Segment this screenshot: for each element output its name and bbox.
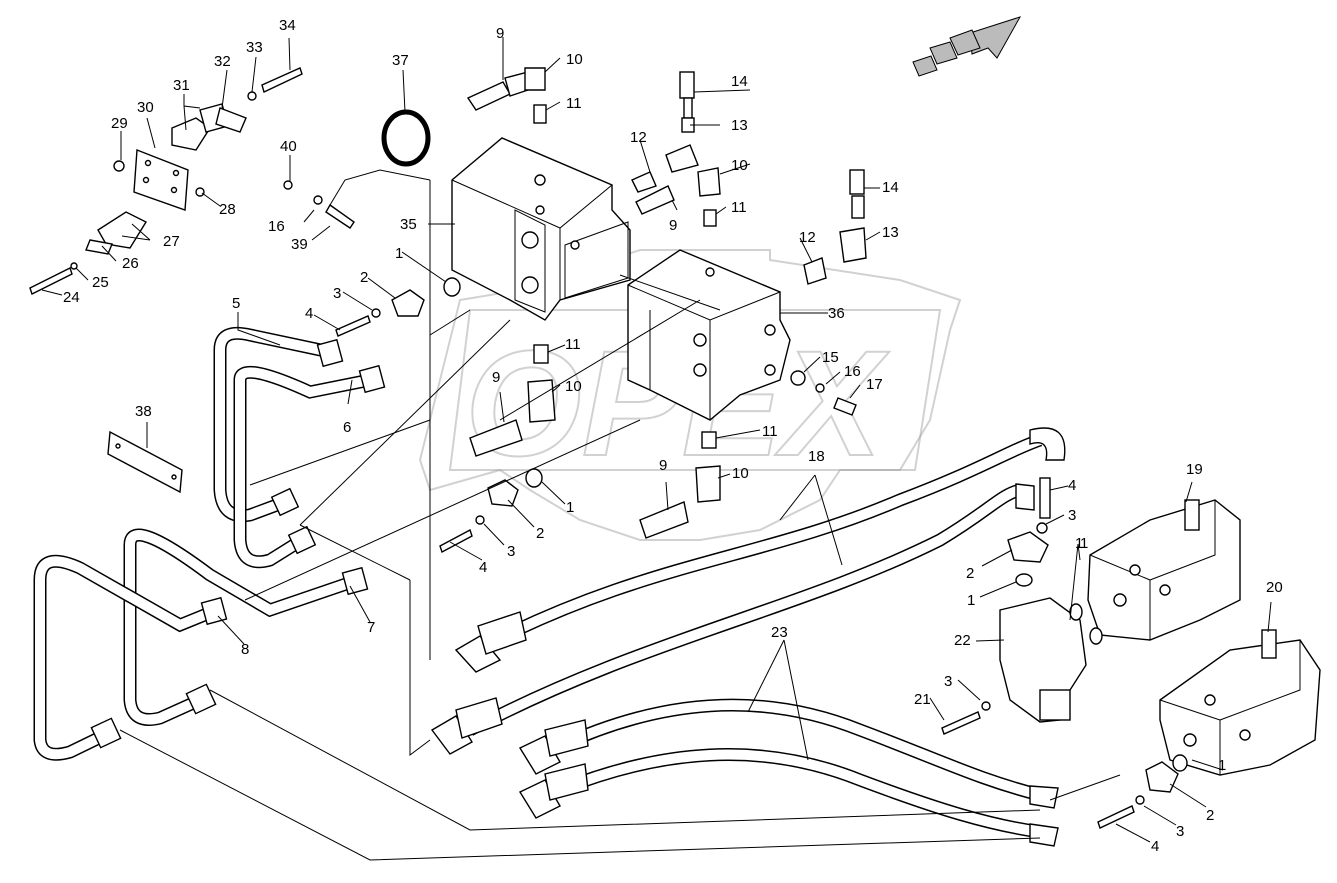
callout-4: 4 xyxy=(305,305,313,322)
callout-4: 4 xyxy=(479,559,487,576)
callout-10: 10 xyxy=(566,51,583,68)
callout-10: 10 xyxy=(731,157,748,174)
callout-1: 1 xyxy=(566,499,574,516)
callout-17: 17 xyxy=(866,376,883,393)
callout-24: 24 xyxy=(63,289,80,306)
callout-40: 40 xyxy=(280,138,297,155)
callout-15: 15 xyxy=(822,349,839,366)
callout-3: 3 xyxy=(944,673,952,690)
hydraulic-pump-19 xyxy=(1087,499,1241,641)
callout-1: 1 xyxy=(395,245,403,262)
callout-39: 39 xyxy=(291,236,308,253)
direction-arrow-icon xyxy=(912,16,1022,77)
callout-18: 18 xyxy=(808,448,825,465)
callout-27: 27 xyxy=(163,233,180,250)
label-plate-38 xyxy=(107,430,183,494)
hydraulic-pump-20 xyxy=(1159,629,1321,776)
callout-35: 35 xyxy=(400,216,417,233)
callout-29: 29 xyxy=(111,115,128,132)
callout-1: 1 xyxy=(967,592,975,609)
callout-12: 12 xyxy=(630,129,647,146)
callout-labels: 1 1 1 1 1 1 2 2 2 2 3 3 3 3 3 4 4 4 4 5 … xyxy=(63,17,1283,855)
callout-11: 11 xyxy=(565,336,581,353)
callout-1: 1 xyxy=(1075,535,1083,552)
callout-2: 2 xyxy=(360,269,368,286)
callout-16: 16 xyxy=(268,218,285,235)
callout-3: 3 xyxy=(1068,507,1076,524)
valve-block-22 xyxy=(941,477,1188,829)
callout-9: 9 xyxy=(669,217,677,234)
callout-9: 9 xyxy=(492,369,500,386)
callout-10: 10 xyxy=(732,465,749,482)
callout-11: 11 xyxy=(731,199,747,216)
callout-36: 36 xyxy=(828,305,845,322)
steel-tubes xyxy=(33,326,386,761)
callout-5: 5 xyxy=(232,295,240,312)
bracket-assembly xyxy=(29,67,355,295)
upper-fittings xyxy=(466,67,867,285)
callout-25: 25 xyxy=(92,274,109,291)
callout-4: 4 xyxy=(1151,838,1159,855)
callout-9: 9 xyxy=(496,25,504,42)
callout-2: 2 xyxy=(1206,807,1214,824)
callout-22: 22 xyxy=(954,632,971,649)
callout-7: 7 xyxy=(367,619,375,636)
callout-8: 8 xyxy=(241,641,249,658)
callout-1: 1 xyxy=(1080,535,1088,552)
callout-14: 14 xyxy=(882,179,899,196)
callout-11: 11 xyxy=(762,423,778,440)
seal-ring-37 xyxy=(381,109,431,167)
callout-31: 31 xyxy=(173,77,190,94)
callout-4: 4 xyxy=(1068,477,1076,494)
callout-11: 11 xyxy=(566,95,582,112)
flange-group-left xyxy=(335,277,543,554)
callout-16: 16 xyxy=(844,363,861,380)
callout-32: 32 xyxy=(214,53,231,70)
lower-fittings xyxy=(469,344,857,539)
callout-34: 34 xyxy=(279,17,296,34)
callout-13: 13 xyxy=(731,117,748,134)
callout-33: 33 xyxy=(246,39,263,56)
callout-1: 1 xyxy=(1218,757,1226,774)
callout-19: 19 xyxy=(1186,461,1203,478)
callout-6: 6 xyxy=(343,419,351,436)
callout-30: 30 xyxy=(137,99,154,116)
callout-23: 23 xyxy=(771,624,788,641)
callout-21: 21 xyxy=(914,691,931,708)
callout-14: 14 xyxy=(731,73,748,90)
callout-3: 3 xyxy=(333,285,341,302)
callout-2: 2 xyxy=(966,565,974,582)
hoses xyxy=(430,427,1066,847)
callout-13: 13 xyxy=(882,224,899,241)
manifold-block-35 xyxy=(451,137,631,321)
callout-3: 3 xyxy=(1176,823,1184,840)
callout-26: 26 xyxy=(122,255,139,272)
callout-3: 3 xyxy=(507,543,515,560)
callout-2: 2 xyxy=(536,525,544,542)
callout-38: 38 xyxy=(135,403,152,420)
leader-lines xyxy=(41,37,1272,861)
callout-20: 20 xyxy=(1266,579,1283,596)
callout-28: 28 xyxy=(219,201,236,218)
callout-12: 12 xyxy=(799,229,816,246)
callout-37: 37 xyxy=(392,52,409,69)
callout-9: 9 xyxy=(659,457,667,474)
callout-10: 10 xyxy=(565,378,582,395)
